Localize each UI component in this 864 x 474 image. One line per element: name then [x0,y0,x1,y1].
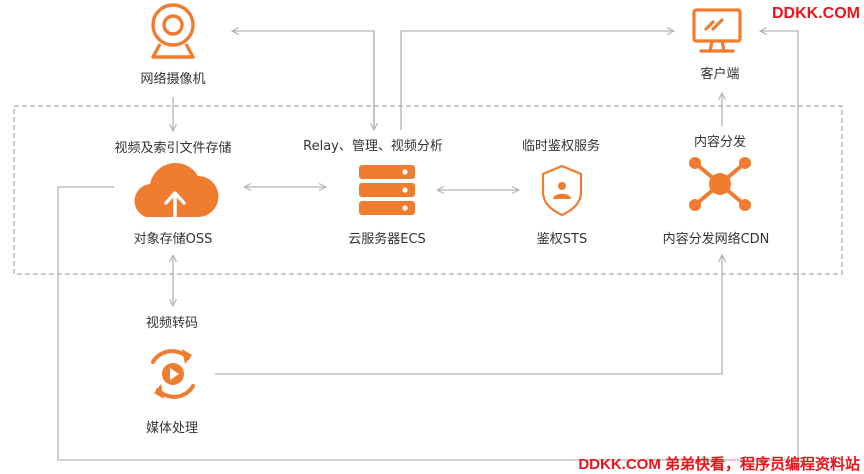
connectors [57,31,799,461]
oss-caption: 视频及索引文件存储 [114,141,232,156]
ecs-caption: Relay、管理、视频分析 [303,139,443,154]
service-group-box [13,105,843,275]
camera-label: 网络摄像机 [140,72,206,87]
cloud-upload-icon [134,163,219,218]
media-caption: 视频转码 [145,316,199,331]
webcam-icon [151,3,195,59]
refresh-play-icon [151,349,195,399]
ecs-label: 云服务器ECS [348,232,426,247]
watermark-top: DDKK.COM [772,5,860,22]
oss-label: 对象存储OSS [133,232,213,247]
shield-user-icon [541,164,583,217]
cdn-label: 内容分发网络CDN [662,232,770,247]
watermark-bottom: DDKK.COM 弟弟快看，程序员编程资料站 [578,456,860,473]
server-stack-icon [359,165,415,215]
client-label: 客户端 [700,67,740,82]
edge-ecs-to-client [400,31,674,130]
edge-media-to-cdn [215,255,722,375]
sts-label: 鉴权STS [536,232,588,247]
monitor-icon [692,8,742,53]
sts-caption: 临时鉴权服务 [521,139,601,154]
media-label: 媒体处理 [145,421,199,436]
edge-oss-to-client [57,31,799,461]
cdn-caption: 内容分发 [693,135,747,150]
network-hub-icon [689,157,751,211]
edge-ecs-to-camera [232,31,375,130]
